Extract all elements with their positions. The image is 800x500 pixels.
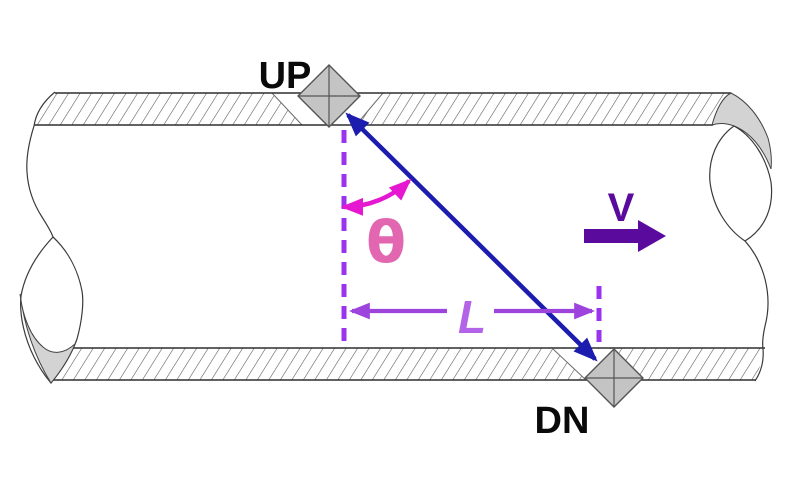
pipe-wall-bottom bbox=[50, 348, 765, 380]
length-label: L bbox=[458, 291, 486, 343]
pipe-break-left-shade bbox=[19, 293, 76, 384]
upstream-label: UP bbox=[259, 55, 312, 97]
angle-label: θ bbox=[366, 208, 406, 276]
upstream-transducer bbox=[297, 64, 361, 128]
downstream-transducer bbox=[584, 348, 644, 408]
velocity-label: V bbox=[608, 186, 635, 230]
pipe-break-left-top-curve bbox=[26, 91, 56, 238]
pipe-wall-top bbox=[34, 93, 731, 125]
downstream-label: DN bbox=[535, 400, 590, 442]
pipe-break-right-bottom-curve bbox=[744, 240, 769, 382]
pipe-break-right-shade bbox=[711, 92, 772, 170]
beam-path-arrow bbox=[345, 112, 598, 362]
angle-arc-arrow bbox=[340, 178, 412, 216]
velocity-arrow bbox=[584, 220, 666, 252]
upstream-notch-edge-left bbox=[271, 92, 303, 126]
